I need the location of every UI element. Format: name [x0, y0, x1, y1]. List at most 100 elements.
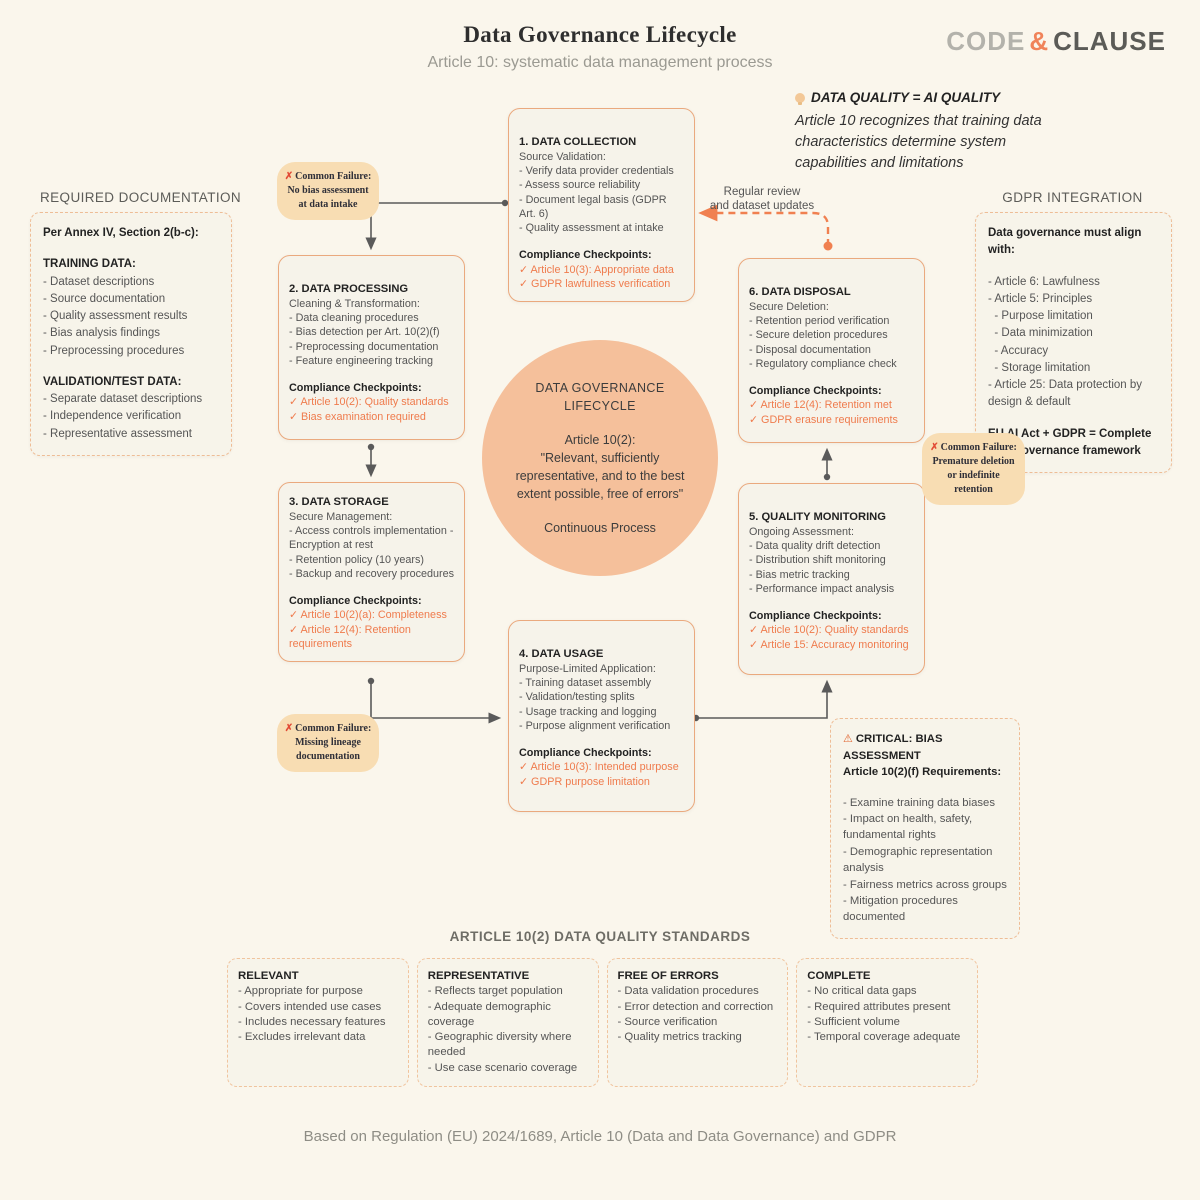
- list-item: - Demographic representation analysis: [843, 845, 993, 875]
- list-item: - Data cleaning procedures: [289, 312, 419, 325]
- list-item: - Impact on health, safety, fundamental …: [843, 813, 973, 842]
- checkpoints: ✓ Article 10(2): Quality standards✓ Arti…: [749, 623, 915, 652]
- failure-text: Premature deletion or indefinite retenti…: [932, 456, 1015, 495]
- stage-items: - Verify data provider credentials- Asse…: [519, 164, 685, 235]
- list-item: - Disposal documentation: [749, 343, 871, 356]
- list-item: - Article 5: Principles: [988, 292, 1093, 305]
- list-item: - Backup and recovery procedures: [289, 567, 455, 580]
- list-item: - Sufficient volume: [807, 1015, 900, 1028]
- circle-title: DATA GOVERNANCE LIFECYCLE: [535, 380, 665, 413]
- failure-label: Common Failure:: [940, 442, 1017, 453]
- required-documentation-panel: Per Annex IV, Section 2(b-c): TRAINING D…: [30, 212, 232, 456]
- standard-title: RELEVANT: [238, 970, 299, 982]
- list-item: - Feature engineering tracking: [289, 354, 434, 367]
- standard-box-relevant: RELEVANT - Appropriate for purpose- Cove…: [227, 958, 409, 1087]
- critical-title: CRITICAL: BIAS ASSESSMENT: [843, 733, 943, 762]
- list-item: - Required attributes present: [807, 1000, 951, 1013]
- stage-box-data-processing: 2. DATA PROCESSING Cleaning & Transforma…: [278, 255, 465, 440]
- list-item: ✓ Article 10(2): Quality standards: [749, 624, 909, 637]
- list-item: - Adequate demographic coverage: [427, 1000, 551, 1028]
- stage-title: 3. DATA STORAGE: [289, 496, 389, 508]
- page-title: Data Governance Lifecycle: [463, 22, 737, 47]
- list-item: - Data minimization: [988, 327, 1093, 340]
- doc-validation-title: VALIDATION/TEST DATA:: [43, 375, 182, 388]
- list-item: - Performance impact analysis: [749, 582, 895, 595]
- list-item: - Validation/testing splits: [519, 691, 635, 704]
- checkpoints-label: Compliance Checkpoints:: [289, 382, 422, 395]
- list-item: - Source verification: [617, 1015, 718, 1028]
- lifecycle-center-circle: DATA GOVERNANCE LIFECYCLE Article 10(2):…: [482, 340, 718, 576]
- checkpoints-label: Compliance Checkpoints:: [519, 249, 652, 262]
- stage-items: - Retention period verification- Secure …: [749, 314, 915, 371]
- list-item: - Reflects target population: [427, 985, 563, 998]
- list-item: - Distribution shift monitoring: [749, 554, 886, 567]
- list-item: - Article 25: Data protection by design …: [988, 379, 1146, 409]
- x-icon: ✗: [284, 723, 294, 734]
- stage-title: 6. DATA DISPOSAL: [749, 286, 851, 298]
- common-failure-callout-intake: ✗Common Failure: No bias assessment at d…: [277, 162, 379, 220]
- list-item: ✓ Article 10(2): Quality standards: [289, 396, 449, 409]
- warning-icon: ⚠: [843, 733, 853, 745]
- list-item: - Purpose limitation: [988, 310, 1093, 322]
- list-item: ✓ Article 10(3): Appropriate data: [519, 263, 674, 276]
- feedback-loop-label: Regular review and dataset updates: [709, 186, 815, 213]
- checkpoints: ✓ Article 10(3): Intended purpose✓ GDPR …: [519, 760, 685, 789]
- standards-heading: ARTICLE 10(2) DATA QUALITY STANDARDS: [449, 929, 751, 944]
- logo-code: CODE: [946, 26, 1026, 56]
- list-item: - Use case scenario coverage: [427, 1061, 578, 1074]
- list-item: - Purpose alignment verification: [519, 719, 671, 732]
- list-item: ✓ GDPR erasure requirements: [749, 413, 898, 426]
- circle-article: Article 10(2):: [564, 432, 636, 447]
- critical-subtitle: Article 10(2)(f) Requirements:: [843, 766, 1002, 779]
- failure-label: Common Failure:: [295, 171, 372, 182]
- gdpr-integration-panel: Data governance must align with: - Artic…: [975, 212, 1172, 473]
- list-item: - Access controls implementation - Encry…: [289, 525, 454, 552]
- standard-box-representative: REPRESENTATIVE - Reflects target populat…: [416, 958, 599, 1087]
- list-item: - Training dataset assembly: [519, 677, 652, 690]
- required-documentation-heading: REQUIRED DOCUMENTATION: [40, 190, 242, 205]
- gdpr-list: - Article 6: Lawfulness- Article 5: Prin…: [988, 274, 1159, 412]
- stage-items: - Data cleaning procedures- Bias detecti…: [289, 311, 455, 368]
- checkpoints: ✓ Article 10(3): Appropriate data✓ GDPR …: [519, 263, 685, 292]
- stage-items: - Data quality drift detection- Distribu…: [749, 539, 915, 596]
- stage-title: 4. DATA USAGE: [519, 648, 604, 660]
- list-item: - Geographic diversity where needed: [427, 1031, 572, 1059]
- doc-training-list: - Dataset descriptions- Source documenta…: [43, 274, 219, 360]
- circle-process-label: Continuous Process: [544, 521, 656, 536]
- list-item: - Assess source reliability: [519, 179, 641, 192]
- insight-body: Article 10 recognizes that training data…: [795, 113, 1042, 172]
- insight-title: DATA QUALITY = AI QUALITY: [811, 90, 1001, 105]
- checkpoints: ✓ Article 12(4): Retention met✓ GDPR era…: [749, 398, 915, 427]
- critical-bias-assessment-box: ⚠CRITICAL: BIAS ASSESSMENT Article 10(2)…: [830, 718, 1020, 939]
- list-item: ✓ GDPR purpose limitation: [519, 775, 650, 788]
- list-item: - Usage tracking and logging: [519, 705, 657, 718]
- stage-items: - Training dataset assembly- Validation/…: [519, 676, 685, 733]
- standard-items: - Reflects target population - Adequate d…: [428, 984, 588, 1076]
- failure-text: Missing lineage documentation: [295, 737, 361, 762]
- list-item: - No critical data gaps: [807, 985, 917, 998]
- x-icon: ✗: [930, 442, 939, 453]
- list-item: - Independence verification: [43, 410, 182, 423]
- stage-title: 2. DATA PROCESSING: [289, 283, 409, 295]
- list-item: - Appropriate for purpose: [238, 985, 363, 998]
- brand-logo: CODE&CLAUSE: [946, 26, 1166, 57]
- stage-box-data-usage: 4. DATA USAGE Purpose-Limited Applicatio…: [508, 620, 695, 812]
- list-item: - Verify data provider credentials: [519, 165, 674, 178]
- standard-title: FREE OF ERRORS: [617, 970, 719, 982]
- page-subtitle: Article 10: systematic data management p…: [427, 54, 773, 71]
- stage-subtitle: Source Validation:: [519, 150, 606, 163]
- list-item: - Accuracy: [988, 344, 1049, 357]
- list-item: - Quality metrics tracking: [617, 1031, 742, 1044]
- gdpr-intro: Data governance must align with:: [988, 227, 1142, 257]
- checkpoints-label: Compliance Checkpoints:: [519, 747, 652, 760]
- list-item: - Regulatory compliance check: [749, 357, 897, 370]
- checkpoints: ✓ Article 10(2)(a): Completeness✓ Articl…: [289, 608, 455, 651]
- list-item: - Error detection and correction: [617, 1000, 774, 1013]
- stage-subtitle: Secure Management:: [289, 510, 393, 523]
- doc-validation-list: - Separate dataset descriptions- Indepen…: [43, 391, 219, 443]
- common-failure-callout-retention: ✗Common Failure: Premature deletion or i…: [922, 433, 1025, 505]
- list-item: ✓ GDPR lawfulness verification: [519, 277, 671, 290]
- doc-intro: Per Annex IV, Section 2(b-c):: [43, 227, 199, 239]
- list-item: - Examine training data biases: [843, 796, 995, 809]
- list-item: - Data quality drift detection: [749, 540, 881, 553]
